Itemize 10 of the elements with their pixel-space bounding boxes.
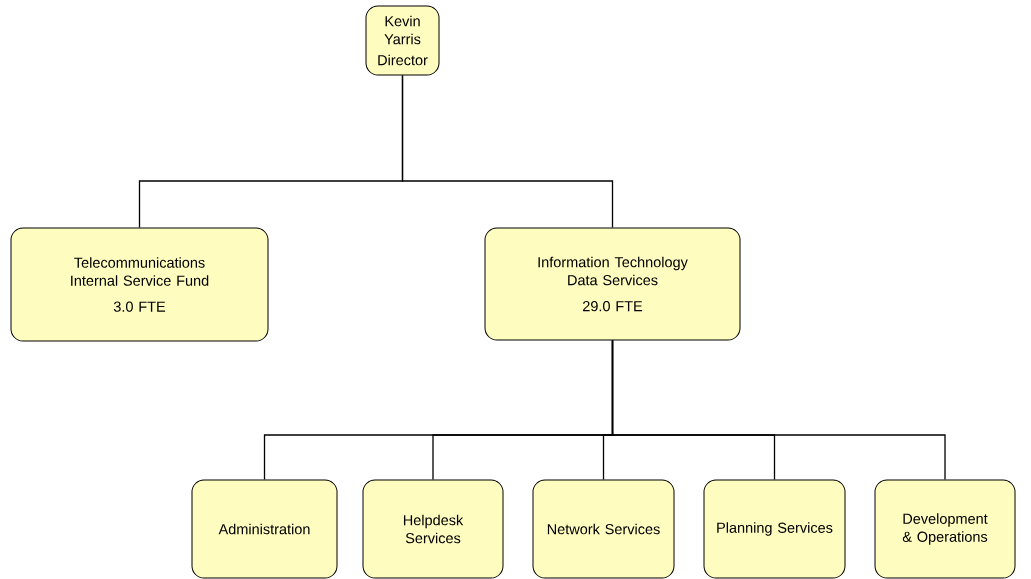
org-box: Telecommunications Internal Service Fund 3.0 FTE xyxy=(10,227,269,342)
connector-line xyxy=(401,74,614,229)
org-box: Kevin Yarris Director xyxy=(365,5,440,76)
connector-line xyxy=(611,339,946,481)
org-box: Information Technology Data Services 29.0 FTE xyxy=(484,227,741,341)
org-box: Planning Services xyxy=(703,479,846,579)
org-box: Administration xyxy=(191,479,338,579)
org-box: Development & Operations xyxy=(874,479,1016,579)
org-box: Network Services xyxy=(532,479,675,579)
org-box: Helpdesk Services xyxy=(362,479,504,579)
